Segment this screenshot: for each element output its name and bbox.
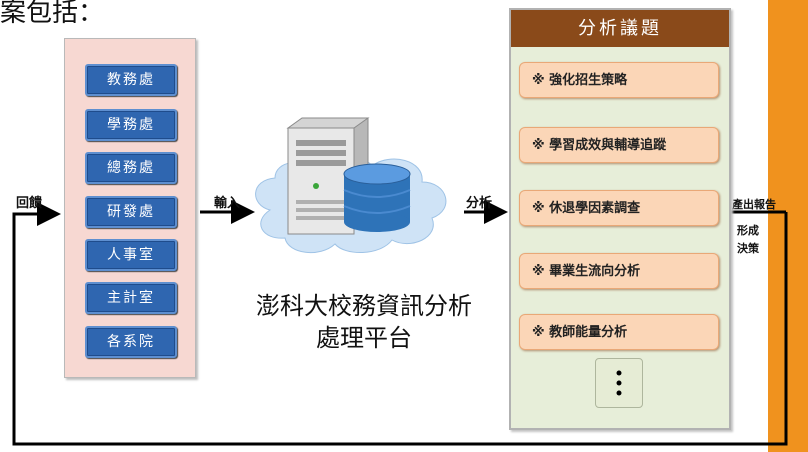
- topic-dropout-factors[interactable]: ※ 休退學因素調查: [519, 190, 719, 226]
- office-student-affairs[interactable]: 學務處: [85, 109, 177, 141]
- office-academic-affairs[interactable]: 教務處: [85, 64, 177, 96]
- topic-enrollment-strategy[interactable]: ※ 強化招生策略: [519, 62, 719, 98]
- office-general-affairs[interactable]: 總務處: [85, 152, 177, 184]
- office-departments[interactable]: 各系院: [85, 326, 177, 358]
- feedback-loop-line: [12, 202, 788, 446]
- topic-learning-outcomes[interactable]: ※ 學習成效與輔導追蹤: [519, 127, 719, 163]
- feedback-label: 回饋: [16, 196, 43, 211]
- office-research-development[interactable]: 研發處: [85, 196, 177, 228]
- platform-title-line2: 處理平台: [316, 324, 412, 352]
- analyze-label: 分析: [466, 196, 493, 211]
- office-personnel[interactable]: 人事室: [85, 239, 177, 271]
- office-accounting[interactable]: 主計室: [85, 282, 177, 314]
- top-caption: 案包括：: [0, 0, 105, 28]
- platform-title-line1: 澎科大校務資訊分析: [256, 292, 472, 320]
- server-cloud-icon: [255, 117, 447, 254]
- form-decision-label-1: 形成: [737, 224, 759, 237]
- platform-title: 澎科大校務資訊分析 處理平台: [224, 290, 504, 354]
- input-label: 輸入: [214, 196, 241, 211]
- vertical-ellipsis-icon: [616, 370, 622, 396]
- more-topics-box[interactable]: [595, 358, 643, 408]
- offices-panel: 教務處 學務處 總務處 研發處 人事室 主計室 各系院: [64, 38, 196, 378]
- analysis-panel-header: 分析議題: [511, 10, 729, 47]
- right-accent-band: [768, 0, 808, 452]
- topic-graduate-destinations[interactable]: ※ 畢業生流向分析: [519, 253, 719, 289]
- produce-report-label: 產出報告: [732, 198, 776, 211]
- topic-faculty-capacity[interactable]: ※ 教師能量分析: [519, 314, 719, 350]
- form-decision-label-2: 決策: [737, 242, 759, 255]
- analysis-topics-panel: 分析議題 ※ 強化招生策略 ※ 學習成效與輔導追蹤 ※ 休退學因素調查 ※ 畢業…: [509, 8, 731, 430]
